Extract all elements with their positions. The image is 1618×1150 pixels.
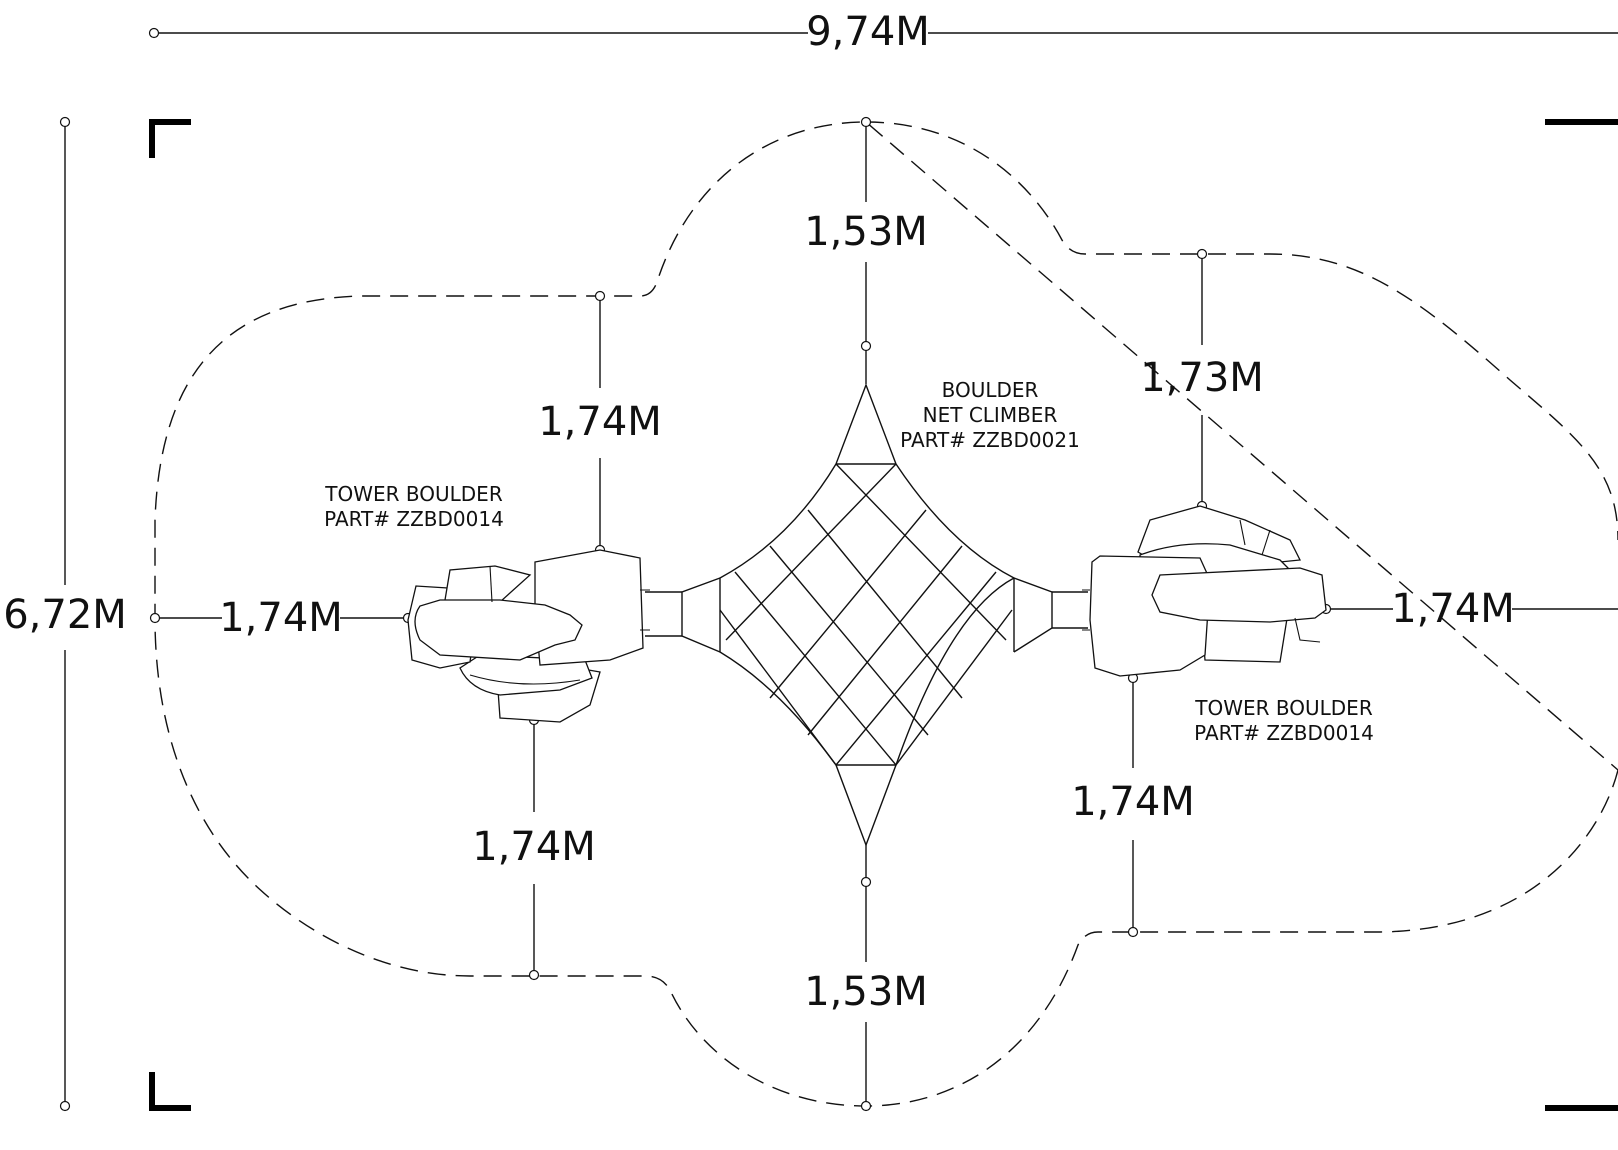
bottom-clearance-dimension: 1,53M (804, 845, 928, 1112)
safety-zone-outline (154, 121, 1618, 1107)
net-climber (645, 383, 1088, 847)
right-tower-boulder (1082, 505, 1327, 677)
right-tower-bottom-label: 1,74M (1071, 779, 1195, 825)
right-tower-label-line1: TOWER BOULDER (1194, 696, 1373, 720)
net-outline (719, 383, 1016, 847)
corner-bracket-top-left (149, 119, 191, 158)
top-clearance-label: 1,53M (804, 209, 928, 255)
net-climber-part-number: PART# ZZBD0021 (900, 428, 1080, 452)
bottom-clearance-label: 1,53M (804, 969, 928, 1015)
right-tower-bottom-dimension: 1,74M (1071, 672, 1195, 938)
left-tower-label-line1: TOWER BOULDER (324, 482, 503, 506)
right-tower-side-dimension: 1,74M (1320, 586, 1618, 632)
right-tower-label: TOWER BOULDER PART# ZZBD0014 (1194, 696, 1374, 745)
net-climber-label-line2: NET CLIMBER (923, 403, 1058, 427)
left-tower-label: TOWER BOULDER PART# ZZBD0014 (324, 482, 504, 531)
right-tower-top-label: 1,73M (1140, 355, 1264, 401)
net-climber-label-line1: BOULDER (942, 378, 1039, 402)
left-tower-side-dimension: 1,74M (149, 595, 414, 641)
left-tower-part-number: PART# ZZBD0014 (324, 507, 504, 531)
right-tower-side-label: 1,74M (1391, 586, 1515, 632)
overall-width-label: 9,74M (806, 9, 930, 55)
right-tower-part-number: PART# ZZBD0014 (1194, 721, 1374, 745)
left-tower-top-dimension: 1,74M (538, 290, 662, 556)
left-tower-bottom-label: 1,74M (472, 824, 596, 870)
frame-corners (149, 119, 1618, 1111)
top-clearance-dimension: 1,53M (804, 116, 928, 384)
overall-width-dimension: 9,74M (148, 9, 1618, 55)
net-climber-label: BOULDER NET CLIMBER PART# ZZBD0021 (900, 378, 1080, 452)
left-tower-boulder (407, 549, 650, 723)
left-tower-bottom-dimension: 1,74M (472, 714, 596, 981)
net-grid (719, 463, 1013, 766)
overall-height-label: 6,72M (3, 592, 127, 638)
left-tower-top-label: 1,74M (538, 399, 662, 445)
corner-bracket-bottom-left (149, 1072, 191, 1111)
overall-height-dimension: 6,72M (3, 116, 127, 1112)
right-tower-top-dimension: 1,73M (1140, 248, 1264, 512)
left-tower-side-label: 1,74M (219, 595, 343, 641)
